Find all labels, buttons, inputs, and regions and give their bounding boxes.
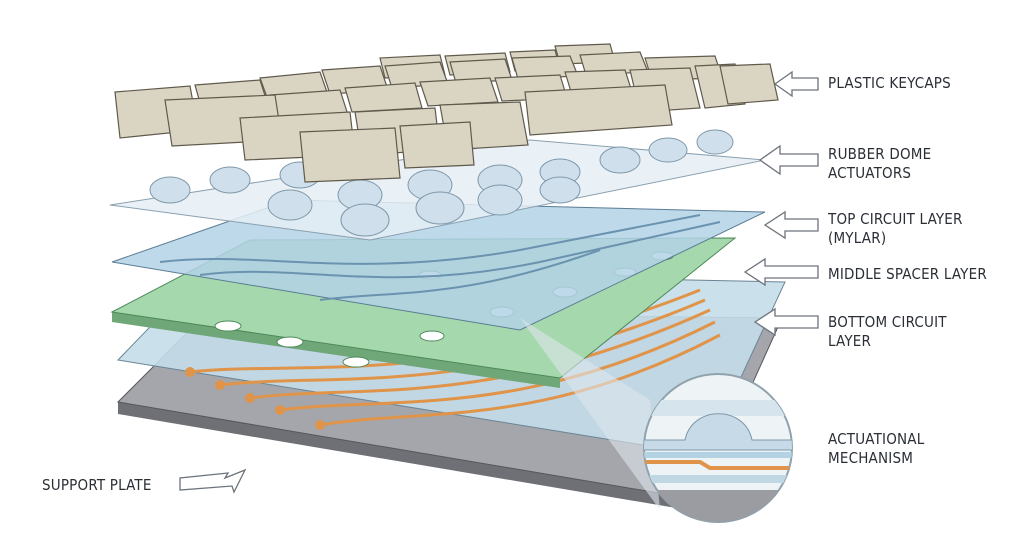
label-rubber-dome-actuators: RUBBER DOME ACTUATORS: [828, 145, 932, 182]
top-circuit-layer: [111, 199, 766, 331]
rubber-domes: [149, 129, 734, 237]
label-top-circuit-layer: TOP CIRCUIT LAYER (MYLAR): [828, 210, 963, 247]
label-plastic-keycaps: PLASTIC KEYCAPS: [828, 74, 951, 92]
label-arrows: [179, 70, 819, 494]
label-actuational-mechanism: ACTUATIONAL MECHANISM: [828, 430, 925, 467]
label-bottom-circuit-layer: BOTTOM CIRCUIT LAYER: [828, 313, 947, 350]
rubber-dome-sheet: [109, 129, 766, 241]
label-support-plate: SUPPORT PLATE: [42, 476, 152, 494]
plastic-keycaps: [114, 43, 779, 183]
label-middle-spacer-layer: MIDDLE SPACER LAYER: [828, 265, 987, 283]
